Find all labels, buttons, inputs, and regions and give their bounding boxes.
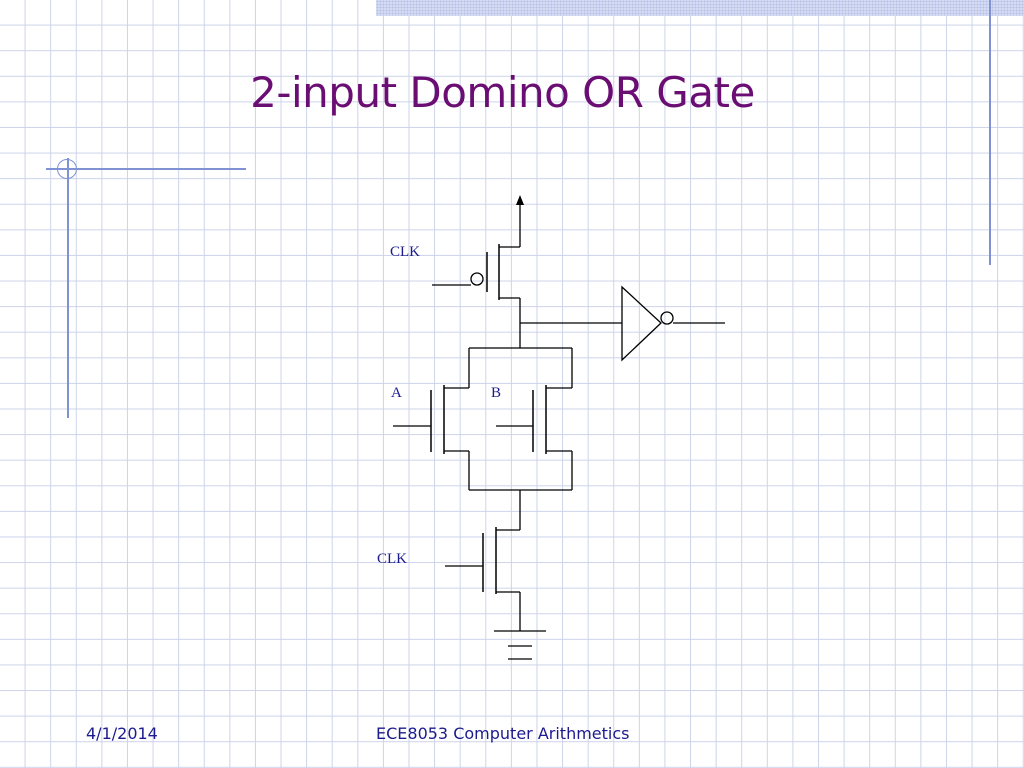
slide-title: 2-input Domino OR Gate bbox=[250, 68, 755, 117]
output-arrowhead bbox=[516, 195, 524, 205]
pmos-bubble bbox=[470, 272, 484, 286]
footer-date: 4/1/2014 bbox=[86, 724, 158, 743]
right-accent-vline bbox=[989, 0, 991, 265]
inverter-triangle bbox=[621, 285, 662, 362]
label-input-b: B bbox=[491, 385, 501, 401]
label-clk-bottom: CLK bbox=[377, 551, 407, 567]
header-pattern-band bbox=[376, 0, 1024, 16]
label-input-a: A bbox=[391, 385, 402, 401]
footer-course-title: ECE8053 Computer Arithmetics bbox=[376, 724, 630, 743]
label-clk-top: CLK bbox=[390, 244, 420, 260]
left-accent-circle bbox=[57, 159, 77, 179]
inverter-bubble bbox=[660, 311, 674, 325]
left-accent-hline bbox=[46, 168, 246, 170]
left-accent-vline bbox=[67, 158, 69, 418]
